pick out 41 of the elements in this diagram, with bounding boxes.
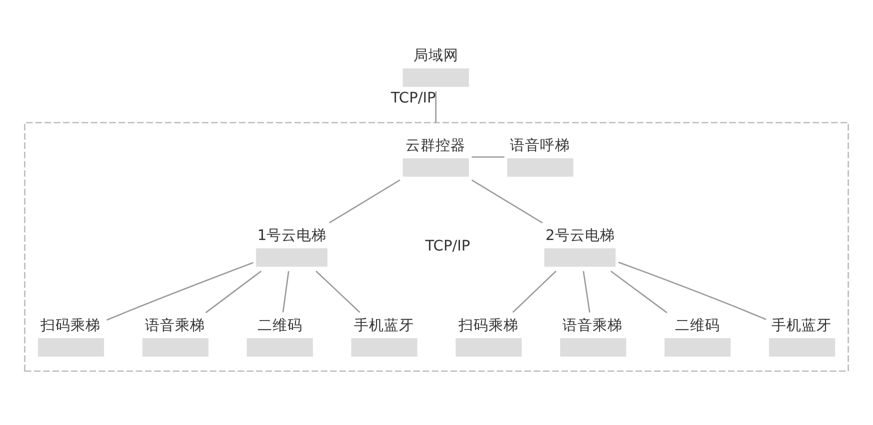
node-box [402, 158, 469, 177]
connector [435, 91, 436, 123]
node-box [544, 248, 616, 267]
cluster [24, 122, 849, 372]
connector [582, 271, 590, 312]
label: TCP/IP [425, 238, 470, 255]
node-label: 二维码 [257, 318, 302, 334]
connector [472, 156, 504, 158]
node-box [256, 248, 328, 267]
node-label: 局域网 [413, 48, 458, 64]
connector [106, 262, 254, 321]
node-label: 手机蓝牙 [772, 318, 832, 334]
node-label: 云群控器 [405, 138, 466, 154]
connector [471, 180, 543, 224]
node-box [456, 338, 522, 357]
connector [512, 270, 556, 313]
connector [328, 180, 400, 224]
connector [316, 270, 360, 313]
node-label: 手机蓝牙 [354, 318, 414, 334]
connector [618, 262, 766, 320]
connector [610, 270, 668, 314]
node-box [38, 338, 104, 357]
node-label: 扫码乘梯 [458, 318, 518, 334]
node-label: 二维码 [675, 318, 720, 334]
node-label: 2号云电梯 [546, 228, 615, 244]
node-box [351, 338, 418, 357]
node-box [507, 158, 574, 177]
node-box [768, 338, 836, 357]
node-box [402, 68, 469, 87]
node-box [142, 338, 208, 357]
node-box [246, 338, 313, 357]
node-label: 语音乘梯 [145, 318, 206, 334]
node-label: 语音呼梯 [510, 138, 570, 154]
node-box [560, 338, 626, 357]
node-label: 1号云电梯 [257, 228, 327, 244]
connector [205, 270, 262, 314]
node-label: 语音乘梯 [562, 318, 623, 334]
edge-label: TCP/IP [390, 90, 436, 106]
node-label: 扫码乘梯 [40, 318, 101, 334]
node-box [664, 338, 731, 357]
connector [282, 271, 290, 312]
